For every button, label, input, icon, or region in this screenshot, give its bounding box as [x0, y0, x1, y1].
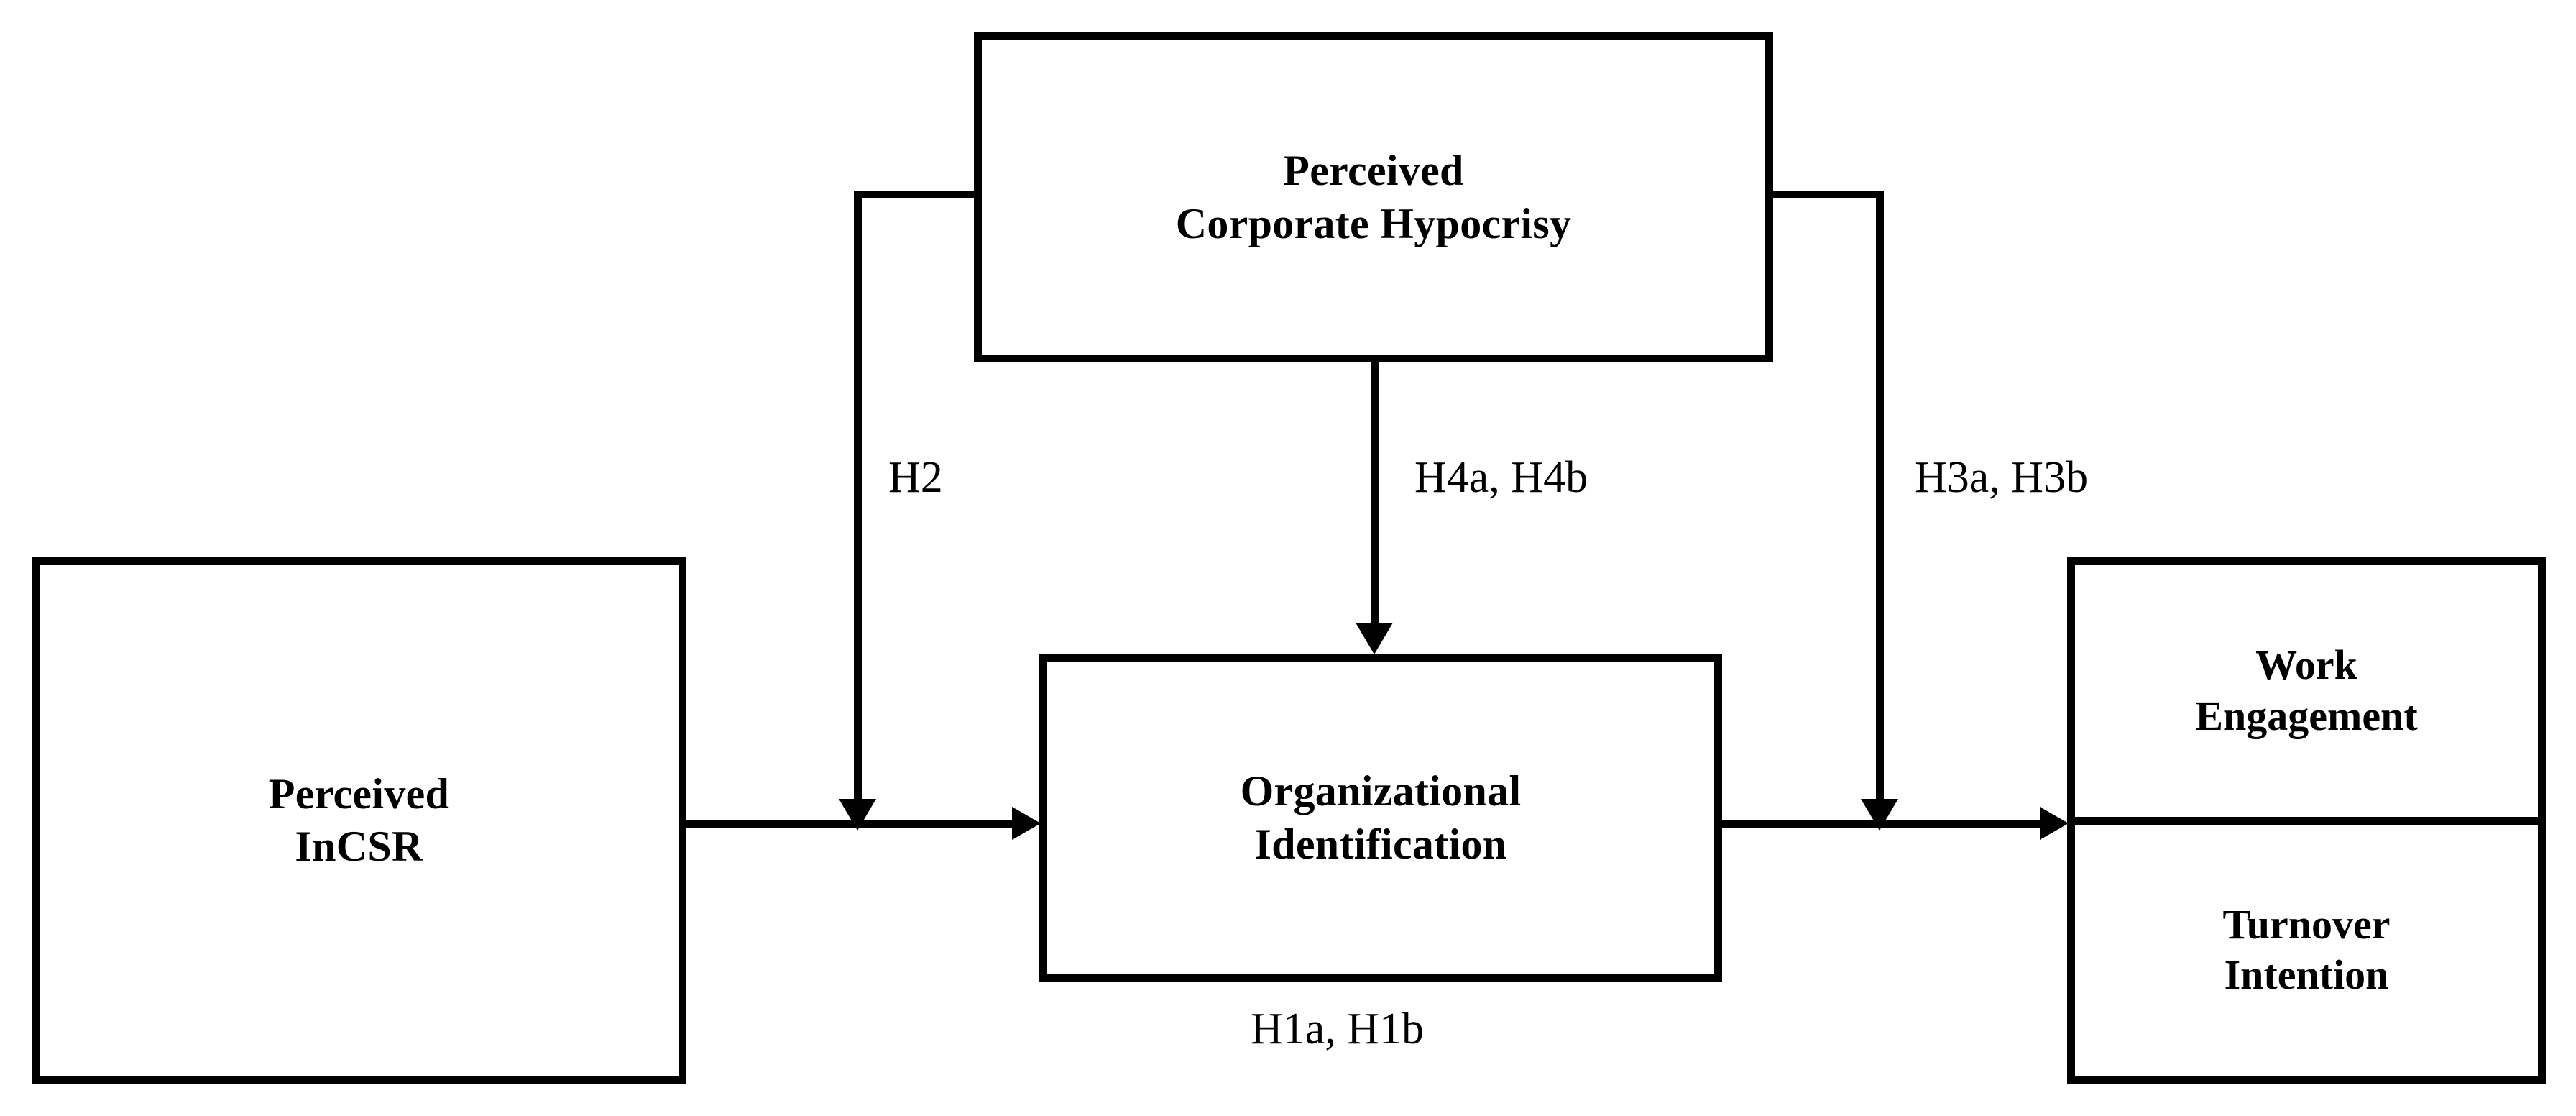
node-turnover-intention[interactable]: Turnover Intention — [2075, 825, 2538, 1076]
node-work-engagement-label: Work Engagement — [2195, 641, 2418, 739]
h3-connector-horizontal — [1770, 191, 1884, 198]
h2-connector-vertical — [854, 191, 862, 799]
hypothesis-label-h4: H4a, H4b — [1414, 453, 1588, 502]
node-perceived-incsr[interactable]: Perceived InCSR — [32, 557, 686, 1084]
node-work-engagement[interactable]: Work Engagement — [2075, 565, 2538, 825]
node-organizational-identification[interactable]: Organizational Identification — [1039, 654, 1722, 982]
orgid-to-outcomes-arrowhead — [2040, 807, 2069, 840]
hypothesis-label-h3: H3a, H3b — [1915, 453, 2089, 502]
h3-arrowhead — [1861, 799, 1898, 831]
h3-connector-vertical — [1876, 191, 1884, 799]
h4-connector-vertical — [1371, 360, 1379, 623]
h4-arrowhead — [1356, 623, 1393, 654]
hypothesis-label-h1: H1a, H1b — [1251, 1005, 1425, 1053]
h2-arrowhead — [839, 799, 876, 831]
node-perceived-corporate-hypocrisy[interactable]: Perceived Corporate Hypocrisy — [974, 32, 1773, 362]
node-perceived-corporate-hypocrisy-label: Perceived Corporate Hypocrisy — [1175, 147, 1572, 247]
node-turnover-intention-label: Turnover Intention — [2222, 900, 2391, 999]
node-organizational-identification-label: Organizational Identification — [1240, 767, 1522, 868]
node-outcomes-group: Work Engagement Turnover Intention — [2067, 557, 2546, 1084]
hypothesis-label-h2: H2 — [888, 453, 943, 502]
node-perceived-incsr-label: Perceived InCSR — [268, 769, 450, 870]
incsr-to-orgid-arrowhead — [1012, 807, 1041, 840]
h2-connector-horizontal — [854, 191, 978, 198]
